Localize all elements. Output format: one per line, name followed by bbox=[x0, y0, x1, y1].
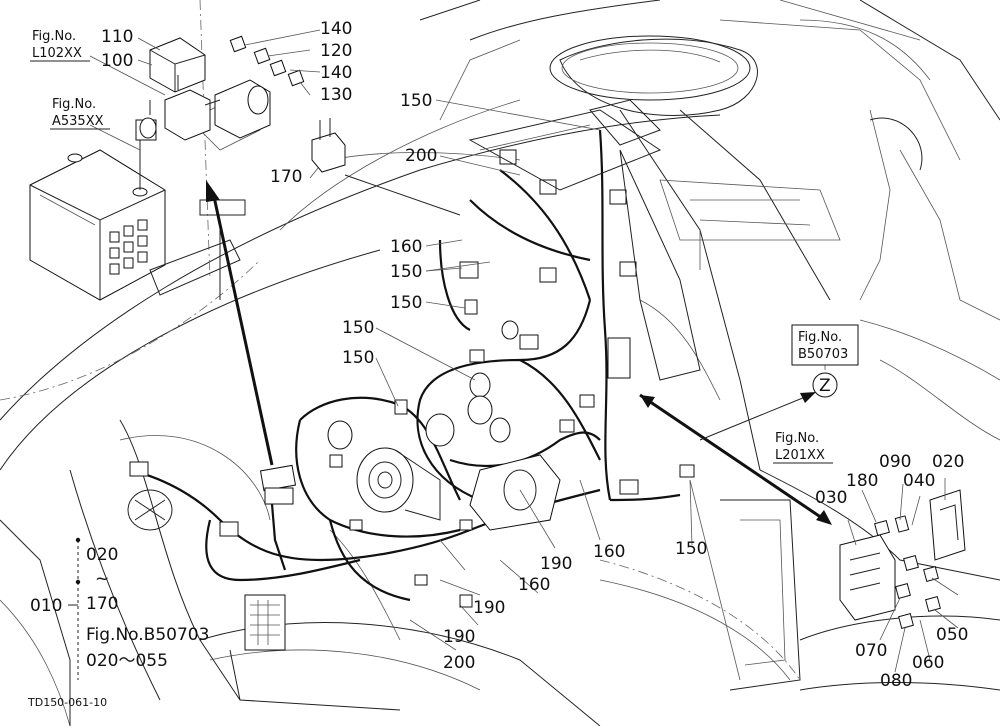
part-label-160: 160 bbox=[518, 575, 550, 595]
figure-ref-caption: Fig.No. bbox=[798, 330, 842, 345]
part-label-190: 190 bbox=[540, 554, 572, 574]
part-label-190: 190 bbox=[443, 627, 475, 647]
figure-ref-code: L201XX bbox=[775, 448, 825, 463]
figure-ref-code: B50703 bbox=[798, 347, 848, 362]
fuse-clips bbox=[229, 35, 305, 87]
figure-ref-caption: Fig.No. bbox=[52, 97, 96, 112]
part-label-070: 070 bbox=[855, 641, 887, 661]
alternator bbox=[356, 447, 441, 521]
part-label-060: 060 bbox=[912, 653, 944, 673]
harness-connectors bbox=[129, 149, 695, 586]
part-label-110: 110 bbox=[101, 27, 133, 47]
part-label-140: 140 bbox=[320, 19, 352, 39]
part-label-200: 200 bbox=[443, 653, 475, 673]
relay-unit bbox=[204, 79, 271, 139]
main-wiring-harness bbox=[129, 129, 681, 602]
legend-line-3: 170 bbox=[86, 594, 118, 614]
part-number-labels: 110 100 140 120 140 130 170 150 200 160 … bbox=[101, 19, 968, 691]
part-label-100: 100 bbox=[101, 51, 133, 71]
battery-cell-grid bbox=[109, 219, 148, 275]
figure-ref-caption: Fig.No. bbox=[32, 29, 76, 44]
part-label-190: 190 bbox=[473, 598, 505, 618]
figure-ref-b50703: Fig.No. B50703 Z bbox=[791, 324, 859, 398]
sensor-switches bbox=[329, 299, 519, 608]
front-grille bbox=[127, 489, 286, 651]
part-label-150: 150 bbox=[675, 539, 707, 559]
figure-ref-a535: Fig.No. A535XX bbox=[50, 97, 110, 130]
figure-ref-code: L102XX bbox=[32, 46, 82, 61]
part-label-170: 170 bbox=[270, 167, 302, 187]
starter-motor bbox=[469, 454, 561, 531]
part-label-080: 080 bbox=[880, 671, 912, 691]
part-label-150: 150 bbox=[342, 318, 374, 338]
figure-ref-l102: Fig.No. L102XX bbox=[30, 29, 90, 62]
assembly-legend: 010 020 ~ 170 Fig.No.B50703 020～055 bbox=[30, 537, 209, 680]
legend-line-2: ~ bbox=[95, 569, 109, 589]
part-label-150: 150 bbox=[390, 262, 422, 282]
legend-line-1: 020 bbox=[86, 545, 118, 565]
part-label-040: 040 bbox=[903, 471, 935, 491]
fuse-box bbox=[164, 75, 211, 141]
legend-line-4: Fig.No.B50703 bbox=[86, 625, 209, 645]
dashboard-panel bbox=[468, 99, 701, 381]
part-label-030: 030 bbox=[815, 488, 847, 508]
leader-lines bbox=[89, 29, 959, 673]
figure-ref-caption: Fig.No. bbox=[775, 431, 819, 446]
part-label-150: 150 bbox=[390, 293, 422, 313]
part-label-130: 130 bbox=[320, 85, 352, 105]
figure-ref-code: A535XX bbox=[52, 114, 104, 129]
part-label-160: 160 bbox=[593, 542, 625, 562]
figure-ref-l201: Fig.No. L201XX bbox=[773, 431, 833, 464]
battery bbox=[29, 100, 166, 301]
part-label-150: 150 bbox=[400, 91, 432, 111]
part-label-140: 140 bbox=[320, 63, 352, 83]
part-label-160: 160 bbox=[390, 237, 422, 257]
fuse-block-detail bbox=[839, 489, 966, 629]
legend-line-5: 020～055 bbox=[86, 651, 168, 671]
fuse-box-cover bbox=[149, 37, 206, 93]
part-label-180: 180 bbox=[846, 471, 878, 491]
part-label-020: 020 bbox=[932, 452, 964, 472]
solenoid-valves bbox=[327, 372, 511, 450]
part-label-050: 050 bbox=[936, 625, 968, 645]
drawing-code: TD150-061-10 bbox=[27, 696, 107, 709]
part-label-120: 120 bbox=[320, 41, 352, 61]
part-label-200: 200 bbox=[405, 146, 437, 166]
relay-170 bbox=[311, 118, 346, 173]
callout-arrows bbox=[206, 174, 832, 525]
part-label-150: 150 bbox=[342, 348, 374, 368]
steering-wheel bbox=[549, 35, 751, 101]
legend-assembly-number: 010 bbox=[30, 596, 62, 616]
view-marker-z: Z bbox=[819, 376, 831, 396]
part-label-090: 090 bbox=[879, 452, 911, 472]
